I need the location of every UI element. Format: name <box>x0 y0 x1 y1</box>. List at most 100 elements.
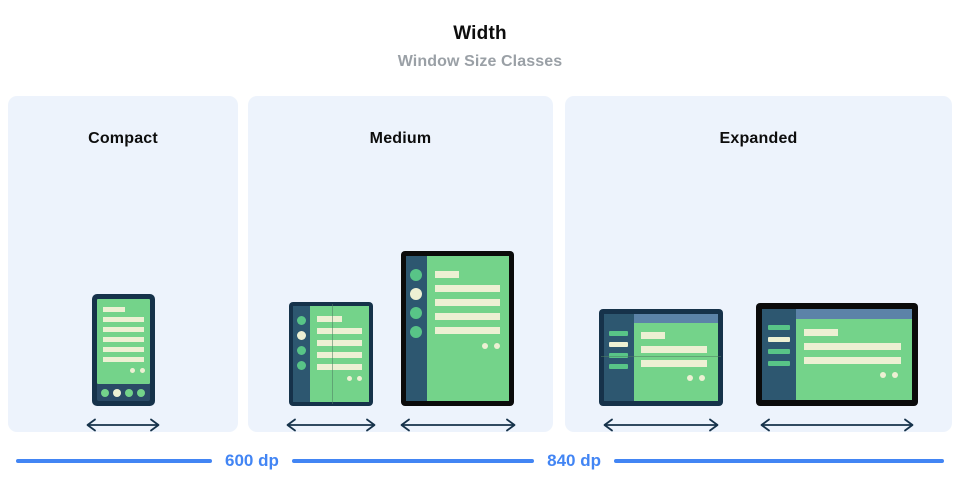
rail-item-bar <box>768 361 790 366</box>
foldable-portrait-device <box>288 302 373 406</box>
content-dot <box>687 375 693 381</box>
content-dot <box>129 368 135 373</box>
rail-item-bar-active <box>609 342 628 347</box>
foldable-portrait-screen <box>309 306 369 402</box>
content-line <box>102 307 125 312</box>
content-line <box>641 346 707 353</box>
page-title: Width <box>453 23 507 44</box>
page-subtitle: Window Size Classes <box>397 53 563 70</box>
content-dot <box>494 343 500 349</box>
rail-item-bar <box>609 331 628 336</box>
content-dot <box>139 368 145 373</box>
content-line <box>316 328 362 334</box>
rail-item-bar <box>768 325 790 330</box>
width-arrow <box>398 418 518 432</box>
scale-segment-expanded <box>614 459 944 463</box>
foldable-landscape-screen <box>634 314 718 401</box>
phone-device <box>91 294 155 406</box>
content-dot <box>482 343 488 349</box>
app-top-bar <box>796 309 912 319</box>
fold-crease <box>601 356 721 357</box>
content-line <box>435 327 500 334</box>
device-slot-foldable-portrait <box>284 302 378 432</box>
nav-item-icon <box>124 388 133 397</box>
content-line <box>435 271 459 278</box>
content-line <box>316 316 342 322</box>
tablet-portrait-device <box>401 251 514 406</box>
width-arrow <box>284 418 378 432</box>
width-arrow <box>601 418 721 432</box>
content-dot <box>346 376 352 381</box>
rail-item-bar <box>768 349 790 354</box>
scale-segment-compact <box>16 459 212 463</box>
content-line <box>102 347 144 352</box>
size-class-panels: Compact <box>8 96 952 432</box>
rail-item-icon <box>296 361 306 370</box>
device-group-medium <box>248 176 553 432</box>
width-arrow <box>758 418 916 432</box>
content-dot <box>356 376 362 381</box>
navigation-rail <box>292 306 310 402</box>
fold-crease <box>331 304 333 404</box>
rail-item-icon <box>410 326 422 338</box>
tablet-landscape-device <box>756 303 918 406</box>
rail-item-icon-active <box>296 331 306 340</box>
breakpoint-scale: 600 dp 840 dp <box>0 450 960 472</box>
tablet-portrait-screen <box>427 256 509 401</box>
content-dot <box>880 372 886 378</box>
foldable-landscape-device <box>599 309 723 406</box>
content-line <box>641 360 707 367</box>
rail-item-icon <box>410 269 422 281</box>
rail-item-bar <box>609 353 628 358</box>
device-slot-phone <box>84 294 162 432</box>
navigation-rail <box>604 314 634 401</box>
content-line <box>316 352 362 358</box>
panel-compact: Compact <box>8 96 238 432</box>
content-line <box>102 357 144 362</box>
device-group-compact <box>8 176 238 432</box>
panel-expanded: Expanded <box>565 96 952 432</box>
content-line <box>102 337 144 342</box>
panel-medium: Medium <box>248 96 553 432</box>
phone-nav-bar <box>96 384 150 401</box>
device-slot-foldable-landscape <box>599 309 723 432</box>
content-line <box>641 332 665 339</box>
panel-label-compact: Compact <box>88 130 158 147</box>
panel-label-expanded: Expanded <box>719 130 798 147</box>
content-line <box>316 340 362 346</box>
device-slot-tablet-landscape <box>756 303 918 432</box>
breakpoint-label-840: 840 dp <box>547 451 601 470</box>
scale-segment-medium <box>291 459 535 463</box>
device-slot-tablet-portrait <box>398 251 518 432</box>
tablet-landscape-screen <box>796 309 912 400</box>
rail-item-icon <box>296 316 306 325</box>
nav-item-icon <box>100 388 109 397</box>
content-dot <box>892 372 898 378</box>
content-line <box>435 313 500 320</box>
navigation-rail <box>406 256 427 401</box>
nav-item-icon <box>136 388 145 397</box>
app-top-bar <box>634 314 718 323</box>
content-line <box>435 285 500 292</box>
content-line <box>804 357 901 364</box>
content-line <box>102 317 144 322</box>
rail-item-icon <box>296 346 306 355</box>
content-line <box>804 329 838 336</box>
device-group-expanded <box>565 176 952 432</box>
diagram-header: Width Window Size Classes <box>0 22 960 73</box>
rail-item-bar-active <box>768 337 790 342</box>
content-line <box>435 299 500 306</box>
breakpoint-label-600: 600 dp <box>225 451 279 470</box>
phone-screen <box>96 299 150 384</box>
rail-item-bar <box>609 364 628 369</box>
content-dot <box>699 375 705 381</box>
rail-item-icon-active <box>410 288 422 300</box>
content-line <box>316 364 362 370</box>
width-arrow <box>84 418 162 432</box>
navigation-rail <box>762 309 796 400</box>
panel-label-medium: Medium <box>369 130 432 147</box>
content-line <box>102 327 144 332</box>
nav-item-icon-active <box>112 388 121 397</box>
rail-item-icon <box>410 307 422 319</box>
